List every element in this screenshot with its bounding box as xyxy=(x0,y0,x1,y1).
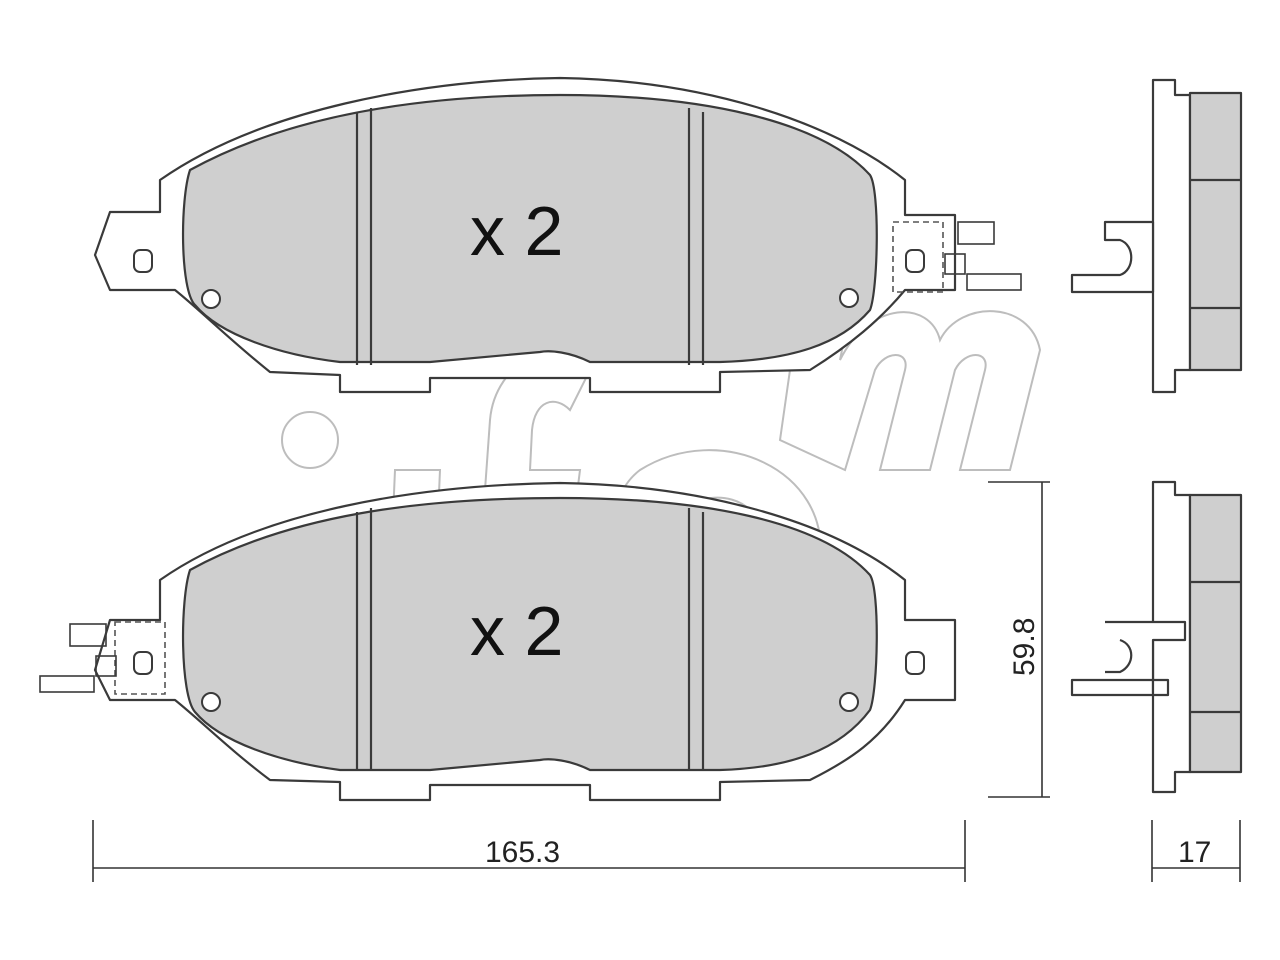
bottom-pad-view xyxy=(39,481,957,802)
bottom-indicator-right xyxy=(839,692,859,712)
top-wear-sensor-tab xyxy=(944,253,966,275)
bottom-side-view xyxy=(1070,480,1243,794)
top-mount-hole-left xyxy=(133,249,153,273)
top-wear-sensor-pin xyxy=(966,273,1022,291)
bottom-mount-hole-left xyxy=(133,651,153,675)
bottom-side-friction xyxy=(1188,493,1243,774)
bottom-wear-sensor-tab xyxy=(95,655,117,677)
bottom-wear-sensor-block xyxy=(69,623,107,647)
dimension-thickness-label: 17 xyxy=(1178,836,1211,869)
top-pad-view xyxy=(93,76,1022,394)
top-mount-hole-right xyxy=(905,249,925,273)
top-quantity-label: x 2 xyxy=(470,192,563,270)
bottom-clip-outline xyxy=(114,621,166,695)
top-clip-outline xyxy=(892,221,944,293)
bottom-mount-hole-right xyxy=(905,651,925,675)
bottom-side-clip xyxy=(1070,620,1187,697)
top-indicator-left xyxy=(201,289,221,309)
dimension-width-label: 165.3 xyxy=(485,836,560,869)
top-side-backing xyxy=(1151,78,1192,394)
dimension-height xyxy=(988,481,1050,798)
top-indicator-right xyxy=(839,288,859,308)
top-wear-sensor-block xyxy=(957,221,995,245)
bottom-indicator-left xyxy=(201,692,221,712)
top-side-clip xyxy=(1070,220,1155,294)
bottom-quantity-label: x 2 xyxy=(470,592,563,670)
top-side-view xyxy=(1070,78,1243,394)
dimension-width xyxy=(92,820,966,882)
dimension-thickness xyxy=(1151,820,1241,882)
dimension-height-label: 59.8 xyxy=(1008,618,1041,676)
bottom-wear-sensor-pin xyxy=(39,675,95,693)
top-side-friction xyxy=(1188,91,1243,372)
